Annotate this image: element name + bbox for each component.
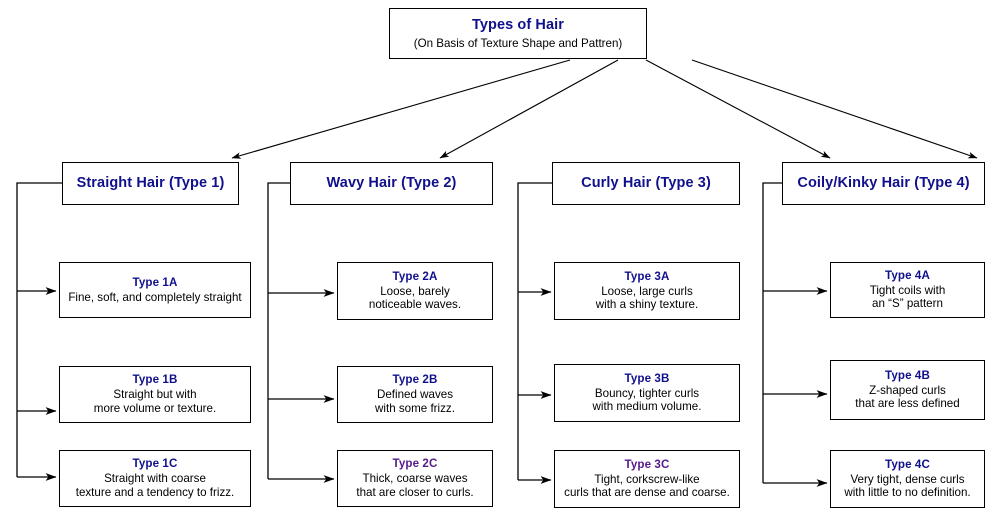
leaf-title: Type 4A — [885, 268, 930, 282]
leaf-title: Type 1B — [132, 373, 178, 387]
leaf-title: Type 2B — [392, 373, 438, 387]
column-3-branch-arrows — [763, 287, 828, 487]
leaf-node-type-1a: Type 1A Fine, soft, and completely strai… — [59, 262, 251, 318]
root-title: Types of Hair — [471, 16, 565, 33]
column-2-spine — [517, 182, 552, 480]
category-label: Coily/Kinky Hair (Type 4) — [797, 174, 970, 191]
root-node: Types of Hair (On Basis of Texture Shape… — [389, 8, 647, 59]
category-node-wavy: Wavy Hair (Type 2) — [290, 162, 493, 205]
root-to-cat-0-arrow — [231, 59, 571, 159]
root-subtitle: (On Basis of Texture Shape and Pattren) — [413, 36, 623, 50]
column-3-spine — [762, 182, 782, 483]
leaf-title: Type 4C — [885, 457, 930, 471]
category-label: Curly Hair (Type 3) — [581, 174, 711, 191]
leaf-title: Type 2A — [392, 269, 438, 283]
leaf-title: Type 3A — [624, 269, 670, 283]
category-node-curly: Curly Hair (Type 3) — [552, 162, 740, 205]
leaf-title: Type 1A — [132, 275, 178, 289]
column-2-branch-arrows — [518, 288, 552, 484]
column-1-spine — [267, 182, 290, 479]
category-label: Straight Hair (Type 1) — [76, 174, 225, 191]
root-to-cat-3-arrow — [691, 59, 978, 159]
category-node-coily: Coily/Kinky Hair (Type 4) — [782, 162, 985, 205]
column-0-branch-arrows — [17, 287, 57, 481]
leaf-title: Type 2C — [392, 457, 438, 471]
column-0-spine — [16, 182, 62, 477]
category-label: Wavy Hair (Type 2) — [326, 174, 457, 191]
category-node-straight: Straight Hair (Type 1) — [62, 162, 239, 205]
root-to-cat-1-arrow — [439, 59, 619, 159]
column-1-branch-arrows — [268, 289, 335, 483]
root-fanout-arrows — [231, 59, 978, 159]
leaf-desc: Fine, soft, and completely straight — [68, 290, 242, 304]
root-to-cat-2-arrow — [645, 59, 831, 159]
leaf-title: Type 3B — [624, 371, 670, 385]
leaf-title: Type 1C — [132, 457, 178, 471]
leaf-title: Type 4B — [885, 368, 930, 382]
leaf-title: Type 3C — [624, 457, 670, 471]
